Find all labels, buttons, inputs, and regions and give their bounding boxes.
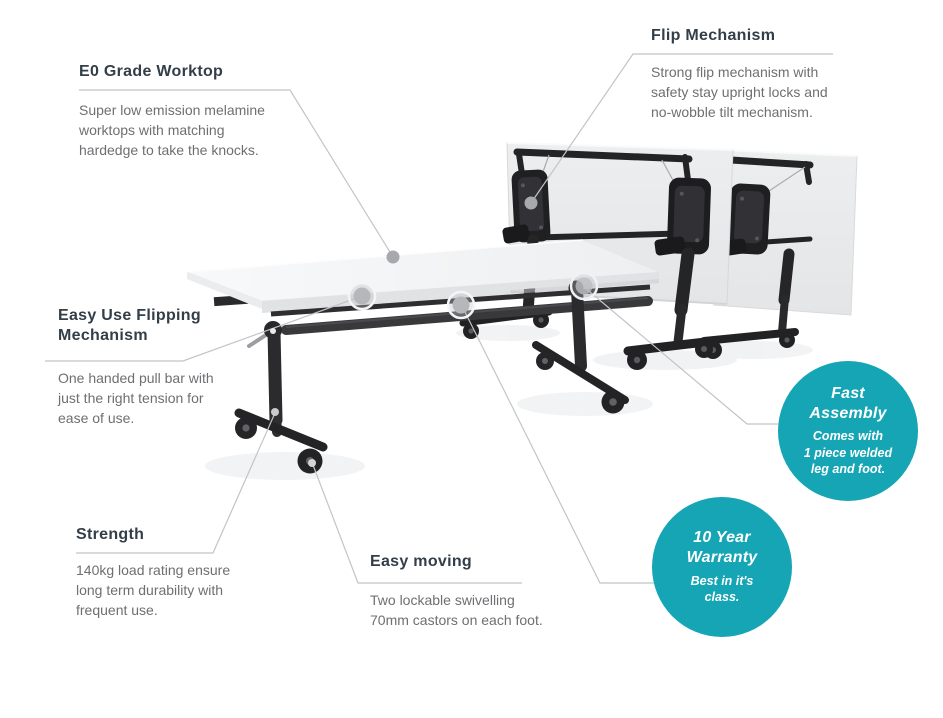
connector-easy-moving: [312, 464, 522, 584]
badge-fast-assembly: Fast Assembly Comes with 1 piece welded …: [778, 361, 918, 501]
callout-title: Flip Mechanism: [651, 27, 776, 44]
badge-body: Best in it's class.: [690, 573, 754, 605]
flip-bracket-rear: [727, 183, 771, 255]
callout-body: Two lockable swivelling 70mm castors on …: [370, 592, 543, 629]
marker-ring-fast-assembly: [569, 271, 599, 301]
callout-body: Super low emission melamine worktops wit…: [79, 102, 265, 159]
marker-ring-easy-use: [347, 281, 377, 311]
callout-body: Strong flip mechanism with safety stay u…: [651, 64, 828, 121]
marker-joint-dot: [270, 328, 276, 334]
connector-lines: [45, 53, 833, 584]
badge-title: 10 Year Warranty: [686, 529, 758, 566]
upright-table-rear: [700, 149, 858, 359]
callout-title: E0 Grade Worktop: [79, 63, 224, 80]
callout-strength: Strength 140kg load rating ensure long t…: [76, 525, 311, 621]
callout-body: One handed pull bar with just the right …: [58, 369, 214, 426]
callout-title: Strength: [76, 526, 145, 543]
callout-body: 140kg load rating ensure long term durab…: [76, 562, 231, 619]
callout-e0-worktop: E0 Grade Worktop Super low emission mela…: [79, 62, 319, 161]
connector-fast-assembly: [583, 286, 778, 425]
connector-warranty: [461, 305, 654, 584]
callout-title: Easy moving: [370, 553, 473, 570]
marker-worktop-dot: [386, 250, 400, 264]
badge-10-year-warranty: 10 Year Warranty Best in it's class.: [652, 497, 792, 637]
callout-easy-moving: Easy moving Two lockable swivelling 70mm…: [370, 552, 585, 631]
badge-title: Fast Assembly: [809, 385, 887, 422]
marker-strength-dot: [271, 408, 279, 416]
marker-ring-warranty: [446, 290, 476, 320]
connector-strength: [76, 412, 276, 554]
callout-title: Easy Use Flipping Mechanism: [58, 307, 201, 345]
marker-castor-dot: [308, 459, 316, 467]
flip-bracket-mid: [667, 177, 711, 255]
callout-easy-use-flipping: Easy Use Flipping Mechanism One handed p…: [58, 306, 253, 429]
connector-e0-worktop: [79, 89, 394, 258]
badge-body: Comes with 1 piece welded leg and foot.: [803, 429, 893, 477]
connector-flip-mechanism: [530, 53, 833, 204]
marker-flip-dot: [524, 196, 538, 210]
connector-markers: [270, 196, 599, 467]
connector-easy-use: [45, 295, 363, 362]
callout-flip-mechanism: Flip Mechanism Strong flip mechanism wit…: [651, 26, 876, 123]
